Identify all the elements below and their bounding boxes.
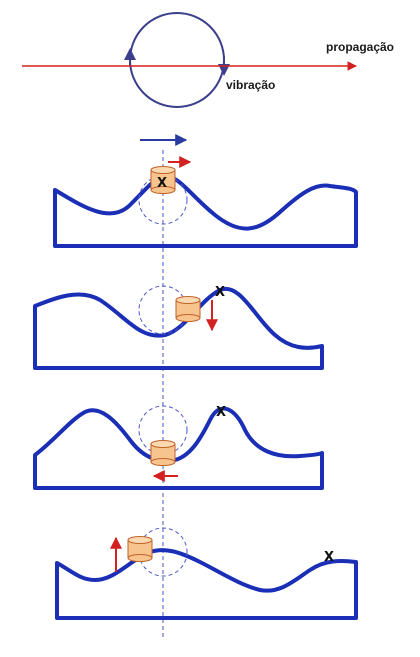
wave-frame-3: X [33,405,324,490]
float-2 [175,296,201,322]
propagation-label: propagação [326,40,395,54]
vibration-circle [129,12,225,108]
float-4 [127,536,153,562]
crest-marker-3: X [216,405,226,420]
float-1 [150,166,176,194]
vibration-legend [22,12,357,108]
wave-frame-2: X [33,285,324,370]
wave-3-surface [33,406,324,490]
crest-marker-1: X [157,176,167,191]
float-3 [150,440,176,466]
crest-marker-4: X [324,550,334,565]
crest-marker-2: X [215,285,225,300]
wave-1-surface [53,173,358,248]
wave-frame-4: X [55,527,358,620]
wave-frame-1: X [53,156,358,248]
wave-4-surface [55,548,358,620]
vibration-label: vibração [226,78,276,92]
motion-circle-4 [138,527,188,577]
